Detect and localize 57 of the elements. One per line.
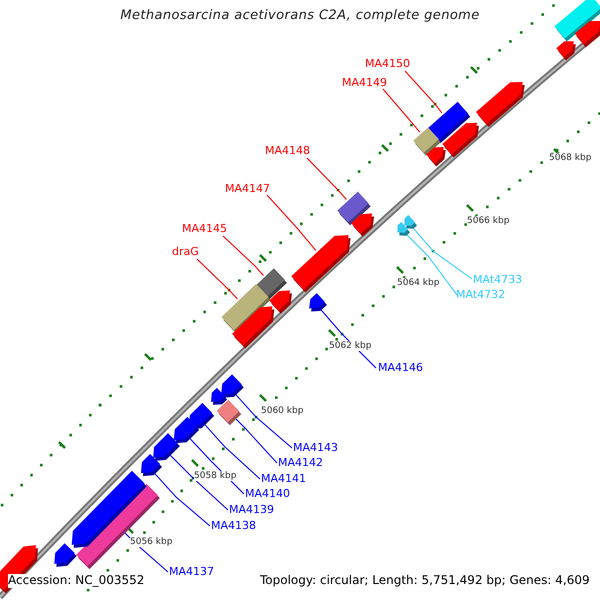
scale-label: 5066 kbp [467,216,510,226]
gene-label: MAt4733 [473,274,522,287]
gene-feature [174,416,200,444]
gene-label: MA4148 [265,145,310,158]
leader-line [382,88,420,133]
gene-feature [351,214,374,237]
leader-line [404,70,442,114]
gene-feature [140,454,162,476]
gene-feature [221,374,244,398]
gene-feature [442,122,479,158]
leader-line [234,418,278,464]
gene-label: MA4142 [278,457,324,470]
scale-label: 5068 kbp [549,153,592,164]
gene-feature [426,147,446,166]
gene-feature [54,543,77,567]
gene-label: MA4141 [261,473,306,486]
gene-label: MAt4732 [456,289,506,302]
scale-label: 5060 kbp [261,406,304,416]
scale-label: 5062 kbp [329,341,372,352]
gene-label: MA4145 [182,223,228,236]
accession-text: Accession: NC_003552 [8,574,144,588]
gene-feature [309,293,327,312]
leader-line [204,423,260,480]
leader-line [196,258,238,300]
gene-feature [291,235,351,292]
gene-feature [211,388,228,405]
leader-line [306,158,347,200]
gene-label: MA4140 [245,488,290,501]
scale-label: 5058 kbp [194,471,236,482]
gene-feature [269,290,292,314]
gene-label: draG [172,246,199,259]
gene-label: MA4146 [378,362,424,375]
gene-feature [404,214,418,229]
gene-feature [397,222,410,236]
gene-label: MA4150 [365,58,410,71]
leader-line [234,393,292,448]
gene-label: MA4138 [211,520,256,533]
gene-label: MA4143 [293,442,338,455]
gene-label: MA4147 [225,183,270,196]
gene-label: MA4139 [229,504,274,517]
gene-feature [556,41,576,60]
title: Methanosarcina acetivorans C2A, complete genome [119,9,481,24]
gene-feature [476,82,525,128]
gene-feature [153,433,180,461]
leader-line [168,454,228,510]
leader-line [154,472,210,526]
gene-label: MA4137 [169,566,214,579]
gene-feature [232,306,274,348]
leader-line [266,194,316,252]
gene-label: MA4149 [342,77,388,90]
gene-feature [574,21,600,48]
leader-line [405,233,458,296]
leader-line [412,226,472,280]
scale-label: 5056 kbp [130,537,172,548]
leader-line [222,236,264,276]
genome-info-text: Topology: circular; Length: 5,751,492 bp; Genes: 4,609 [260,574,590,588]
scale-label: 5064 kbp [397,278,440,288]
